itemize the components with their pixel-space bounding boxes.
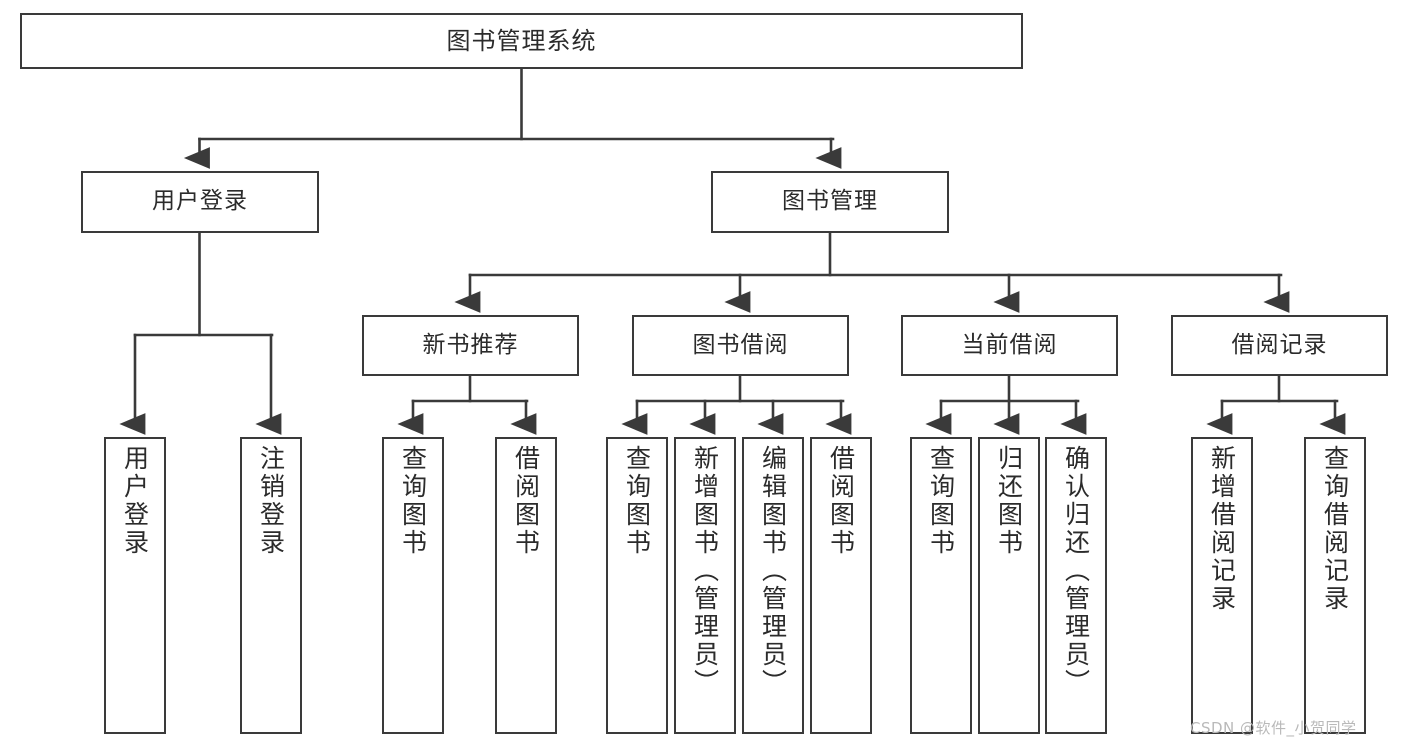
- leaf-query-borrow-record[interactable]: 查询借阅记录: [1304, 437, 1366, 734]
- node-label: 归还图书: [994, 445, 1024, 557]
- node-label: 借阅图书: [826, 445, 856, 557]
- node-label: 查询图书: [398, 445, 428, 557]
- node-label: 编辑图书（管理员）: [758, 445, 788, 697]
- node-user-login[interactable]: 用户登录: [81, 171, 319, 233]
- node-label: 当前借阅: [961, 331, 1058, 358]
- edge-bookmanage-to-level3: [454, 230, 1290, 313]
- node-label: 查询图书: [926, 445, 956, 557]
- leaf-edit-book-admin[interactable]: 编辑图书（管理员）: [742, 437, 804, 734]
- node-label: 借阅图书: [511, 445, 541, 557]
- edge-bookborrow-to-leaves: [621, 373, 852, 435]
- leaf-borrow-book-2[interactable]: 借阅图书: [810, 437, 872, 734]
- leaf-confirm-return-admin[interactable]: 确认归还（管理员）: [1045, 437, 1107, 734]
- node-label: 新增图书（管理员）: [690, 445, 720, 697]
- edge-newbook-to-leaves: [397, 373, 537, 435]
- node-label: 注销登录: [256, 445, 286, 557]
- node-new-book-recommend[interactable]: 新书推荐: [362, 315, 579, 376]
- node-label: 新增借阅记录: [1207, 445, 1237, 613]
- edge-currentborrow-to-leaves: [925, 373, 1087, 435]
- edge-root-to-level2: [183, 66, 842, 169]
- edge-userlogin-to-leaves: [119, 230, 282, 435]
- node-borrow-record[interactable]: 借阅记录: [1171, 315, 1388, 376]
- leaf-query-book-3[interactable]: 查询图书: [910, 437, 972, 734]
- node-label: 用户登录: [152, 188, 248, 215]
- node-root-book-management-system[interactable]: 图书管理系统: [20, 13, 1023, 69]
- node-label: 查询借阅记录: [1320, 445, 1350, 613]
- leaf-add-book-admin[interactable]: 新增图书（管理员）: [674, 437, 736, 734]
- node-label: 查询图书: [622, 445, 652, 557]
- leaf-user-logout[interactable]: 注销登录: [240, 437, 302, 734]
- leaf-query-book-1[interactable]: 查询图书: [382, 437, 444, 734]
- leaf-user-login[interactable]: 用户登录: [104, 437, 166, 734]
- node-label: 图书借阅: [692, 331, 789, 358]
- node-current-borrow[interactable]: 当前借阅: [901, 315, 1118, 376]
- leaf-add-borrow-record[interactable]: 新增借阅记录: [1191, 437, 1253, 734]
- watermark-text: CSDN @软件_小贺同学: [1190, 719, 1357, 737]
- leaf-query-book-2[interactable]: 查询图书: [606, 437, 668, 734]
- node-book-borrow[interactable]: 图书借阅: [632, 315, 849, 376]
- node-book-manage[interactable]: 图书管理: [711, 171, 949, 233]
- node-label: 图书管理系统: [446, 26, 597, 55]
- node-label: 用户登录: [120, 445, 150, 557]
- node-label: 借阅记录: [1231, 331, 1328, 358]
- node-label: 新书推荐: [422, 331, 519, 358]
- node-label: 确认归还（管理员）: [1061, 445, 1091, 697]
- node-label: 图书管理: [782, 188, 878, 215]
- leaf-borrow-book-1[interactable]: 借阅图书: [495, 437, 557, 734]
- edge-borrowrecord-to-leaves: [1206, 373, 1346, 435]
- leaf-return-book[interactable]: 归还图书: [978, 437, 1040, 734]
